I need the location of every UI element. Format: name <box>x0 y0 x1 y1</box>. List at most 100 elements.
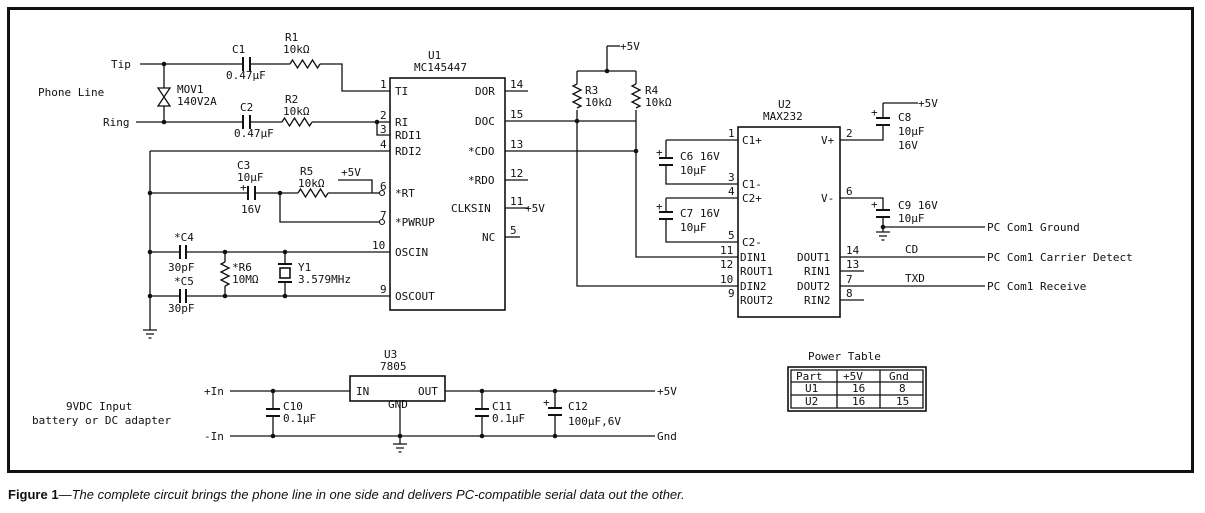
u2-pin-num: 8 <box>846 287 853 300</box>
c4-value: 30pF <box>168 261 195 274</box>
u2-pin-num: 7 <box>846 273 853 286</box>
c8-value2: 16V <box>898 139 918 152</box>
open-terminals <box>378 189 386 226</box>
power-table-header-5v: +5V <box>843 370 863 383</box>
u1-right-pin-names: DOR DOC *CDO *RDO CLKSIN NC <box>451 85 495 244</box>
capacitor-c8 <box>876 117 890 126</box>
r1-value: 10kΩ <box>283 43 310 56</box>
input-label-line1: 9VDC Input <box>66 400 132 413</box>
power-table: Power Table Part +5V Gnd U1 16 8 U2 16 1… <box>787 350 927 412</box>
u1-pin-num: 1 <box>380 78 387 91</box>
c6-name: C6 16V <box>680 150 720 163</box>
u2-pin-vplus: V+ <box>821 134 835 147</box>
u2-pin-num: 13 <box>846 258 859 271</box>
u2-pin-rout1: ROUT1 <box>740 265 773 278</box>
ring-label: Ring <box>103 116 130 129</box>
c7-value: 10µF <box>680 221 707 234</box>
clksin-plus5-label: +5V <box>525 202 545 215</box>
schematic-frame <box>7 7 1194 473</box>
u1-pin-cdo: *CDO <box>468 145 495 158</box>
u1-pin-rdi1: RDI1 <box>395 129 422 142</box>
c12-plus: + <box>543 396 550 409</box>
c8-name: C8 <box>898 111 911 124</box>
resistor-r4 <box>630 83 642 109</box>
r2-value: 10kΩ <box>283 105 310 118</box>
u3-part: 7805 <box>380 360 407 373</box>
c2-value: 0.47µF <box>234 127 274 140</box>
figure-caption: Figure 1—The complete circuit brings the… <box>8 487 685 502</box>
junction-dots <box>147 61 886 439</box>
capacitor-c12 <box>548 407 562 416</box>
u1-pin-rdo: *RDO <box>468 174 495 187</box>
c9-plus: + <box>871 198 878 211</box>
c11-name: C11 <box>492 400 512 413</box>
u2-left-pin-numbers: 1 3 4 5 11 12 10 9 <box>720 127 735 300</box>
u1-pin-doc: DOC <box>475 115 495 128</box>
capacitor-c10 <box>266 408 280 417</box>
capacitor-c9 <box>876 209 890 218</box>
u1-pin-num: 15 <box>510 108 523 121</box>
c3-plus: + <box>240 181 247 194</box>
output-com1-ground: PC Com1 Ground <box>987 221 1080 234</box>
u1-pin-ti: TI <box>395 85 408 98</box>
c9-name: C9 16V <box>898 199 938 212</box>
power-table-cell: 16 <box>852 382 865 395</box>
u2-pin-num: 10 <box>720 273 733 286</box>
u1-pin-num: 6 <box>380 180 387 193</box>
power-table-cell: 8 <box>899 382 906 395</box>
r1-name: R1 <box>285 31 298 44</box>
r3-name: R3 <box>585 84 598 97</box>
crystal-y1 <box>278 263 292 283</box>
u3-regulator <box>349 375 446 402</box>
supply-gnd-label: Gnd <box>657 430 677 443</box>
u1-pin-num: 2 <box>380 109 387 122</box>
u2-part: MAX232 <box>763 110 803 123</box>
c1-name: C1 <box>232 43 245 56</box>
signal-txd-label: TXD <box>905 272 925 285</box>
mov1-value: 140V2A <box>177 95 217 108</box>
capacitor-c3 <box>247 186 256 200</box>
u1-pin-num: 3 <box>380 123 387 136</box>
u1-pin-num: 7 <box>380 209 387 222</box>
u2-pin-dout1: DOUT1 <box>797 251 830 264</box>
c5-name: *C5 <box>174 275 194 288</box>
c3-value1: 10µF <box>237 171 264 184</box>
c1-value: 0.47µF <box>226 69 266 82</box>
c7-name: C7 16V <box>680 207 720 220</box>
r5-value: 10kΩ <box>298 177 325 190</box>
ground-symbols <box>143 231 890 453</box>
u1-pin-num: 13 <box>510 138 523 151</box>
u2-pin-din1: DIN1 <box>740 251 767 264</box>
resistor-r5 <box>297 187 329 199</box>
c6-plus: + <box>656 146 663 159</box>
u2-pin-num: 2 <box>846 127 853 140</box>
r4-name: R4 <box>645 84 659 97</box>
power-table-cell: U1 <box>805 382 818 395</box>
u1-pin-oscin: OSCIN <box>395 246 428 259</box>
power-table-header-gnd: Gnd <box>889 370 909 383</box>
u2-ref: U2 <box>778 98 791 111</box>
r3-value: 10kΩ <box>585 96 612 109</box>
u1-pin-clksin: CLKSIN <box>451 202 491 215</box>
resistor-r1 <box>289 58 321 70</box>
input-label-line2: battery or DC adapter <box>32 414 171 427</box>
output-com1-carrier-detect: PC Com1 Carrier Detect <box>987 251 1133 264</box>
resistor-r6 <box>219 261 231 287</box>
u1-pin-num: 10 <box>372 239 385 252</box>
u2-pin-c2m: C2- <box>742 236 762 249</box>
u1-part: MC145447 <box>414 61 467 74</box>
u1-pin-pwrup: *PWRUP <box>395 216 435 229</box>
capacitor-c2 <box>242 115 251 129</box>
u3-pin-gnd: GND <box>388 398 408 411</box>
u2-pin-rout2: ROUT2 <box>740 294 773 307</box>
power-table-cell: U2 <box>805 395 818 408</box>
u2-pin-dout2: DOUT2 <box>797 280 830 293</box>
pullup-plus5-label: +5V <box>620 40 640 53</box>
u1-pin-dor: DOR <box>475 85 495 98</box>
c2-name: C2 <box>240 101 253 114</box>
u2-pin-num: 5 <box>728 229 735 242</box>
u2-pin-num: 3 <box>728 171 735 184</box>
signal-cd-label: CD <box>905 243 918 256</box>
capacitor-c11 <box>475 408 489 417</box>
c8-plus5-label: +5V <box>918 97 938 110</box>
